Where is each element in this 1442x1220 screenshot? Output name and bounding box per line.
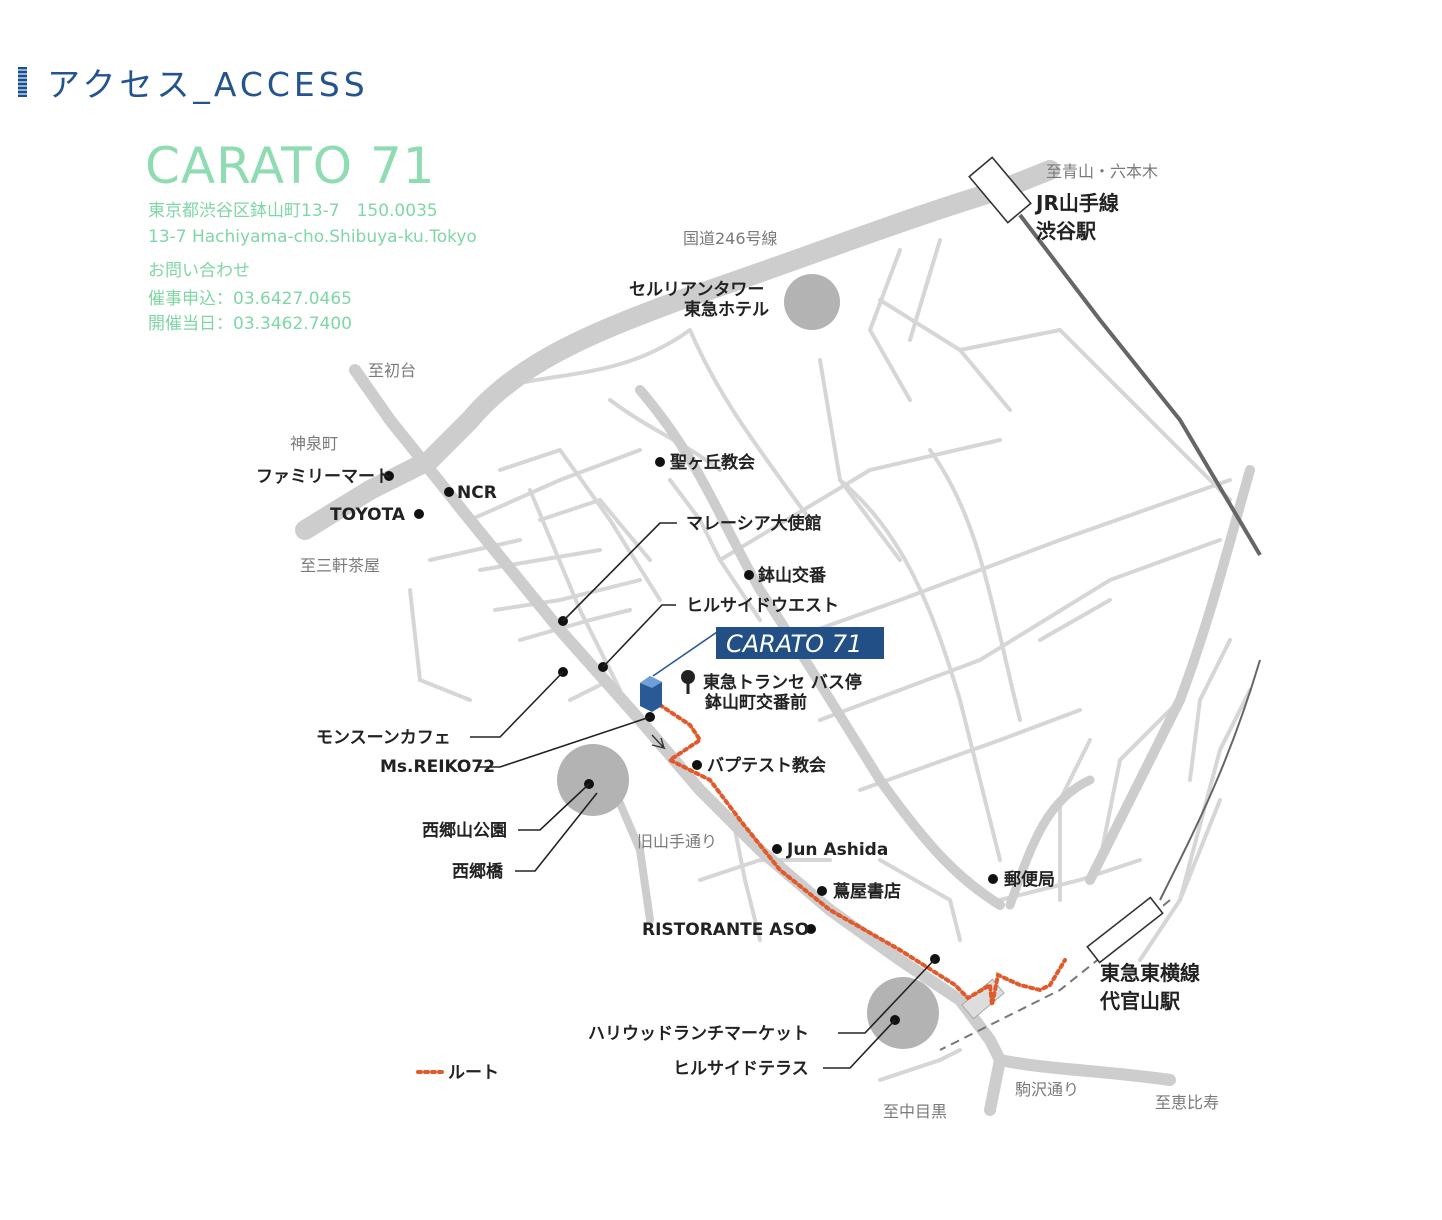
direction-nakameguro: 至中目黒 [883,1102,947,1121]
direction-ebisu: 至恵比寿 [1155,1093,1219,1112]
bus-stop-name: 東急トランセ バス停 [703,672,862,693]
landmark-hillside-west: ヒルサイドウエスト [686,596,839,616]
road-route246: 国道246号線 [683,229,778,248]
heading-marker [18,67,27,97]
bus-stop-pin-icon [681,670,695,694]
landmark-cerulean-2: 東急ホテル [684,299,769,320]
landmark-hillside-terrace: ヒルサイドテラス [673,1059,809,1079]
bus-stop-sub: 鉢山町交番前 [705,692,807,713]
landmark-post-office: 郵便局 [1004,869,1055,890]
venue-marker[interactable]: CARATO 71 [640,627,884,712]
venue-phone-sponsor: 催事申込：03.6427.0465 [148,289,352,309]
station-jr-line: JR山手線 [1034,191,1119,215]
station-tokyu-line: 東急東横線 [1100,961,1200,985]
minor-roads [408,238,1252,1082]
leader-lines [470,522,936,1069]
railways [939,213,1262,1051]
route-legend: ルート [416,1063,499,1083]
landmark-saigoyama-park: 西郷山公園 [422,820,507,841]
landmark-seigaoka: 聖ヶ丘教会 [670,452,755,473]
landmark-hollywood: ハリウッドランチマーケット [588,1024,809,1044]
road-komazawa: 駒沢通り [1015,1080,1079,1099]
station-jr-shibuya: 渋谷駅 [1036,219,1096,243]
section-heading: アクセス_ACCESS [18,60,369,104]
landmark-tsutaya: 蔦屋書店 [833,881,901,902]
route-legend-label: ルート [448,1063,499,1083]
venue-inquiry: お問い合わせ [148,261,250,281]
landmark-familymart: ファミリーマート [256,467,392,487]
venue-address-jp: 東京都渋谷区鉢山町13-7 150.0035 [148,201,438,221]
direction-aoyama: 至青山・六本木 [1046,162,1158,181]
saigoyama-park-icon [557,744,629,816]
landmark-ristorante: RISTORANTE ASO [642,920,809,940]
venue-marker-label: CARATO 71 [726,630,862,658]
venue-logo: CARATO 71 [145,137,436,195]
landmark-koban: 鉢山交番 [758,565,827,586]
road-kyu-yamate: 旧山手通り [637,832,717,851]
landmark-toyota: TOYOTA [330,505,406,525]
landmark-malaysia: マレーシア大使館 [686,513,822,534]
cerulean-tower-icon [784,274,840,330]
heading-title: アクセス_ACCESS [47,65,369,104]
station-daikanyama: 代官山駅 [1099,989,1180,1013]
direction-hatsudai: 至初台 [368,361,416,380]
major-roads [295,160,1255,1116]
direction-sangenjaya: 至三軒茶屋 [300,556,380,575]
landmark-cerulean-1: セルリアンタワー [629,280,764,300]
entrance-arrow-icon [651,734,667,750]
venue-phone-event-day: 開催当日：03.3462.7400 [148,314,352,334]
landmark-saigo-bridge: 西郷橋 [452,861,504,882]
landmark-baptist: バプテスト教会 [707,755,826,776]
landmark-ms-reiko: Ms.REIKO72 [380,757,495,777]
landmark-ncr: NCR [457,483,497,503]
landmark-monsoon: モンスーンカフェ [316,728,451,748]
landmark-jun-ashida: Jun Ashida [786,840,888,860]
area-izumicho: 神泉町 [290,434,338,453]
venue-address-en: 13-7 Hachiyama-cho.Shibuya-ku.Tokyo [148,227,477,247]
tokyu-daikanyama-station-icon [1086,896,1164,964]
jr-shibuya-station-icon [968,156,1032,224]
